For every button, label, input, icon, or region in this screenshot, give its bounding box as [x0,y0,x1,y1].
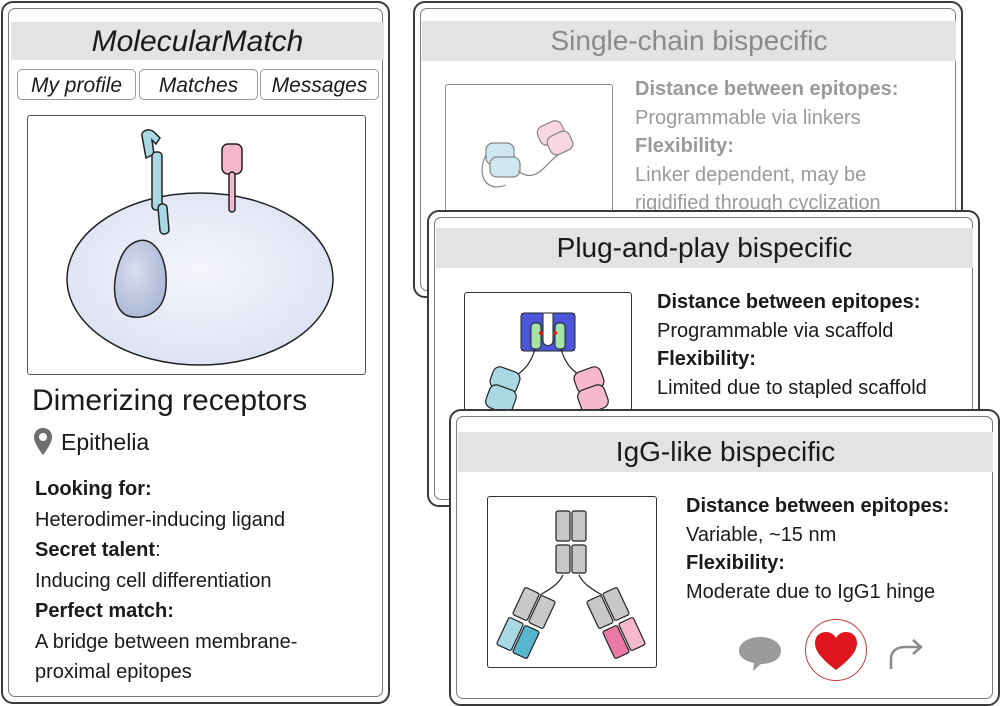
igg-like-illustration [487,496,657,668]
igg-like-info: Distance between epitopes: Variable, ~15… [686,495,950,603]
match-title-bar: IgG-like bispecific [458,432,993,472]
profile-name: Dimerizing receptors [32,384,308,417]
single-chain-illustration [445,84,613,221]
pink-receptor [221,143,243,213]
location-text: Epithelia [61,429,150,455]
tab-matches[interactable]: Matches [139,69,258,100]
single-chain-info: Distance between epitopes: Programmable … [635,78,899,214]
blue-receptor [141,129,170,235]
perfect-match-label: Perfect match: [35,600,174,622]
app-title: MolecularMatch [91,25,304,58]
cell-membrane [66,192,334,366]
share-arrow-icon[interactable] [887,637,927,673]
tab-my-profile[interactable]: My profile [17,69,136,100]
perfect-match-value-line1: A bridge between membrane- [35,630,298,653]
heart-icon [814,632,857,670]
message-bubble-icon[interactable] [735,633,785,673]
like-button[interactable] [805,619,867,681]
match-title-bar: Single-chain bispecific [422,21,956,61]
match-title: Plug-and-play bispecific [556,232,853,263]
tab-messages[interactable]: Messages [260,69,379,100]
match-title: IgG-like bispecific [615,436,836,467]
location-pin-icon [34,428,52,455]
profile-details: Looking for: Heterodimer-inducing ligand… [35,474,297,688]
match-card-igg-like[interactable]: IgG-like bispecific Distance betwe [449,409,1000,706]
nucleus [113,239,167,318]
cell-illustration [66,129,334,366]
secret-talent-value: Inducing cell differentiation [35,569,272,592]
looking-for-value: Heterodimer-inducing ligand [35,508,286,531]
match-title: Single-chain bispecific [550,25,828,56]
perfect-match-value-line2: proximal epitopes [35,661,192,683]
app-title-bar: MolecularMatch [11,22,384,60]
profile-card: MolecularMatch My profile Matches Messag… [1,1,390,704]
looking-for-label: Looking for: [35,478,152,500]
match-title-bar: Plug-and-play bispecific [436,228,973,268]
secret-talent-label: Secret talent [35,539,156,561]
plug-and-play-info: Distance between epitopes: Programmable … [657,291,927,399]
profile-picture [27,115,366,375]
